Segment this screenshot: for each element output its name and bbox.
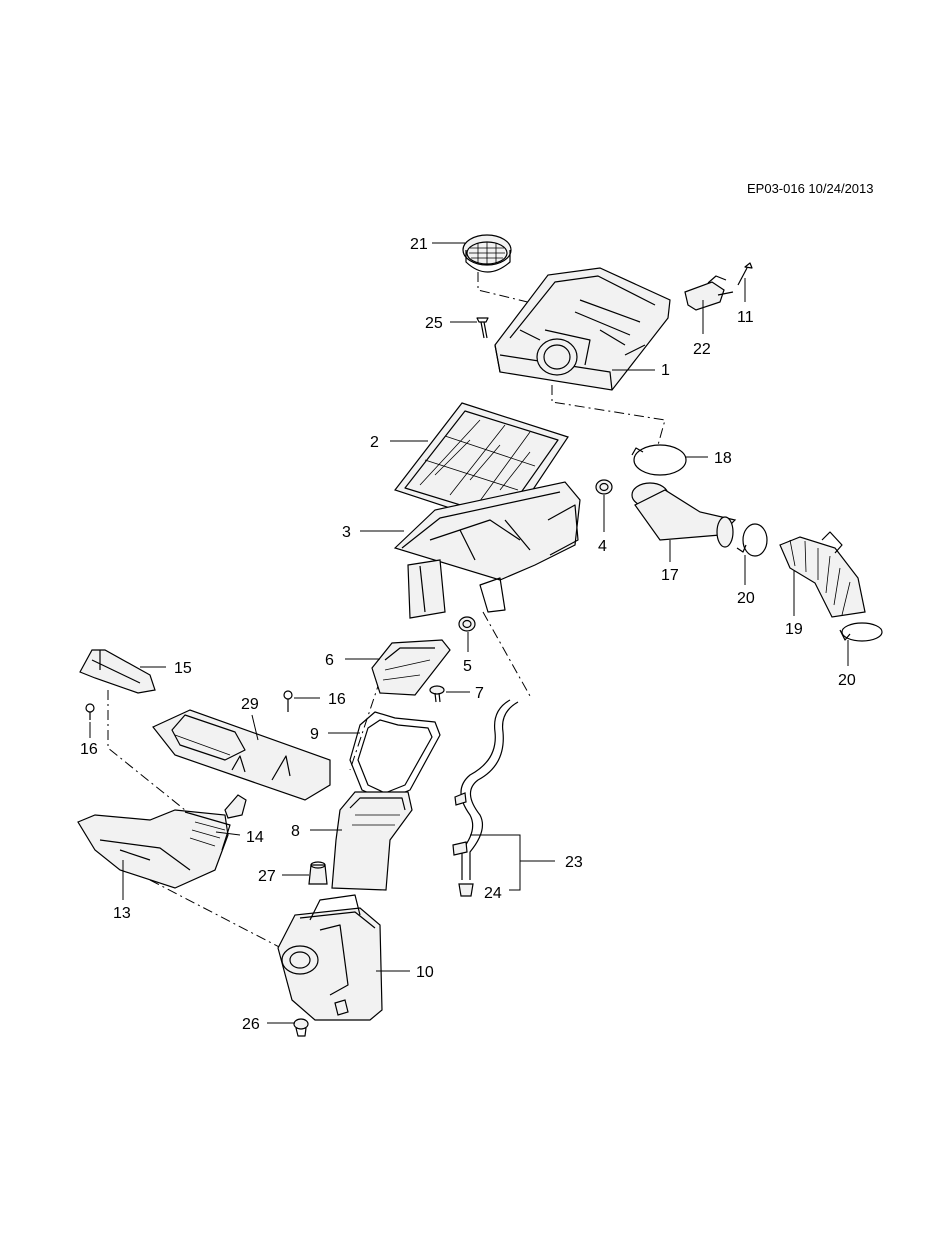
part-10-resonator-housing <box>277 894 383 1021</box>
part-20-clamp <box>736 523 768 557</box>
part-7-clip <box>429 685 445 703</box>
part-23-hose <box>452 699 519 880</box>
part-1-air-cleaner-cover <box>494 267 671 391</box>
callout-6: 6 <box>325 652 334 669</box>
diagram-reference-code: EP03-016 10/24/2013 <box>747 181 874 196</box>
callout-15: 15 <box>174 660 192 677</box>
callout-5: 5 <box>463 658 472 675</box>
callout-27: 27 <box>258 868 276 885</box>
part-22-mass-airflow-sensor <box>684 275 734 311</box>
leader-lines <box>89 242 849 1024</box>
callout-1: 1 <box>661 362 670 379</box>
callout-23: 23 <box>565 854 583 871</box>
callout-25: 25 <box>425 315 443 332</box>
callout-21: 21 <box>410 236 428 253</box>
callout-29: 29 <box>241 696 259 713</box>
callout-11: 11 <box>737 309 754 326</box>
part-5-grommet <box>458 616 476 632</box>
callout-3: 3 <box>342 524 351 541</box>
callout-17: 17 <box>661 567 679 584</box>
callout-20-lower: 20 <box>838 672 856 689</box>
callout-2: 2 <box>370 434 379 451</box>
callout-26: 26 <box>242 1016 260 1033</box>
callout-14: 14 <box>246 829 264 846</box>
callout-7: 7 <box>475 685 484 702</box>
part-15-bracket <box>79 649 156 694</box>
part-25-bolt <box>476 317 489 339</box>
callout-22: 22 <box>693 341 711 358</box>
callout-16: 16 <box>328 691 346 708</box>
part-4-grommet <box>595 479 613 495</box>
callout-labels: 21 25 11 22 1 2 18 3 4 17 20 19 20 5 6 7… <box>80 236 856 1033</box>
part-26-grommet <box>293 1018 309 1037</box>
part-11-screw <box>737 262 753 286</box>
part-19-corrugated-hose <box>779 531 866 618</box>
part-29-shield <box>152 709 331 801</box>
part-16-fastener <box>85 703 95 720</box>
part-16-fastener <box>283 690 293 712</box>
callout-20: 20 <box>737 590 755 607</box>
callout-10: 10 <box>416 964 434 981</box>
callout-13: 13 <box>113 905 131 922</box>
part-27-grommet <box>308 861 328 885</box>
callout-18: 18 <box>714 450 732 467</box>
part-9-gasket <box>349 711 441 801</box>
part-3-lower-housing <box>393 481 581 619</box>
callout-9: 9 <box>310 726 319 743</box>
callout-16-left: 16 <box>80 741 98 758</box>
assembly-lines <box>107 272 666 951</box>
callout-8: 8 <box>291 823 300 840</box>
callout-4: 4 <box>598 538 607 555</box>
part-13-resonator <box>77 809 231 889</box>
part-18-clamp <box>631 444 687 476</box>
callout-24: 24 <box>484 885 502 902</box>
part-20-clamp <box>839 622 883 642</box>
part-8-duct <box>331 791 413 891</box>
part-24-fitting <box>458 883 474 897</box>
part-21-intake-screen <box>462 234 512 273</box>
callout-19: 19 <box>785 621 803 638</box>
part-6-duct-seal <box>371 639 451 696</box>
part-17-intake-duct <box>631 482 737 548</box>
